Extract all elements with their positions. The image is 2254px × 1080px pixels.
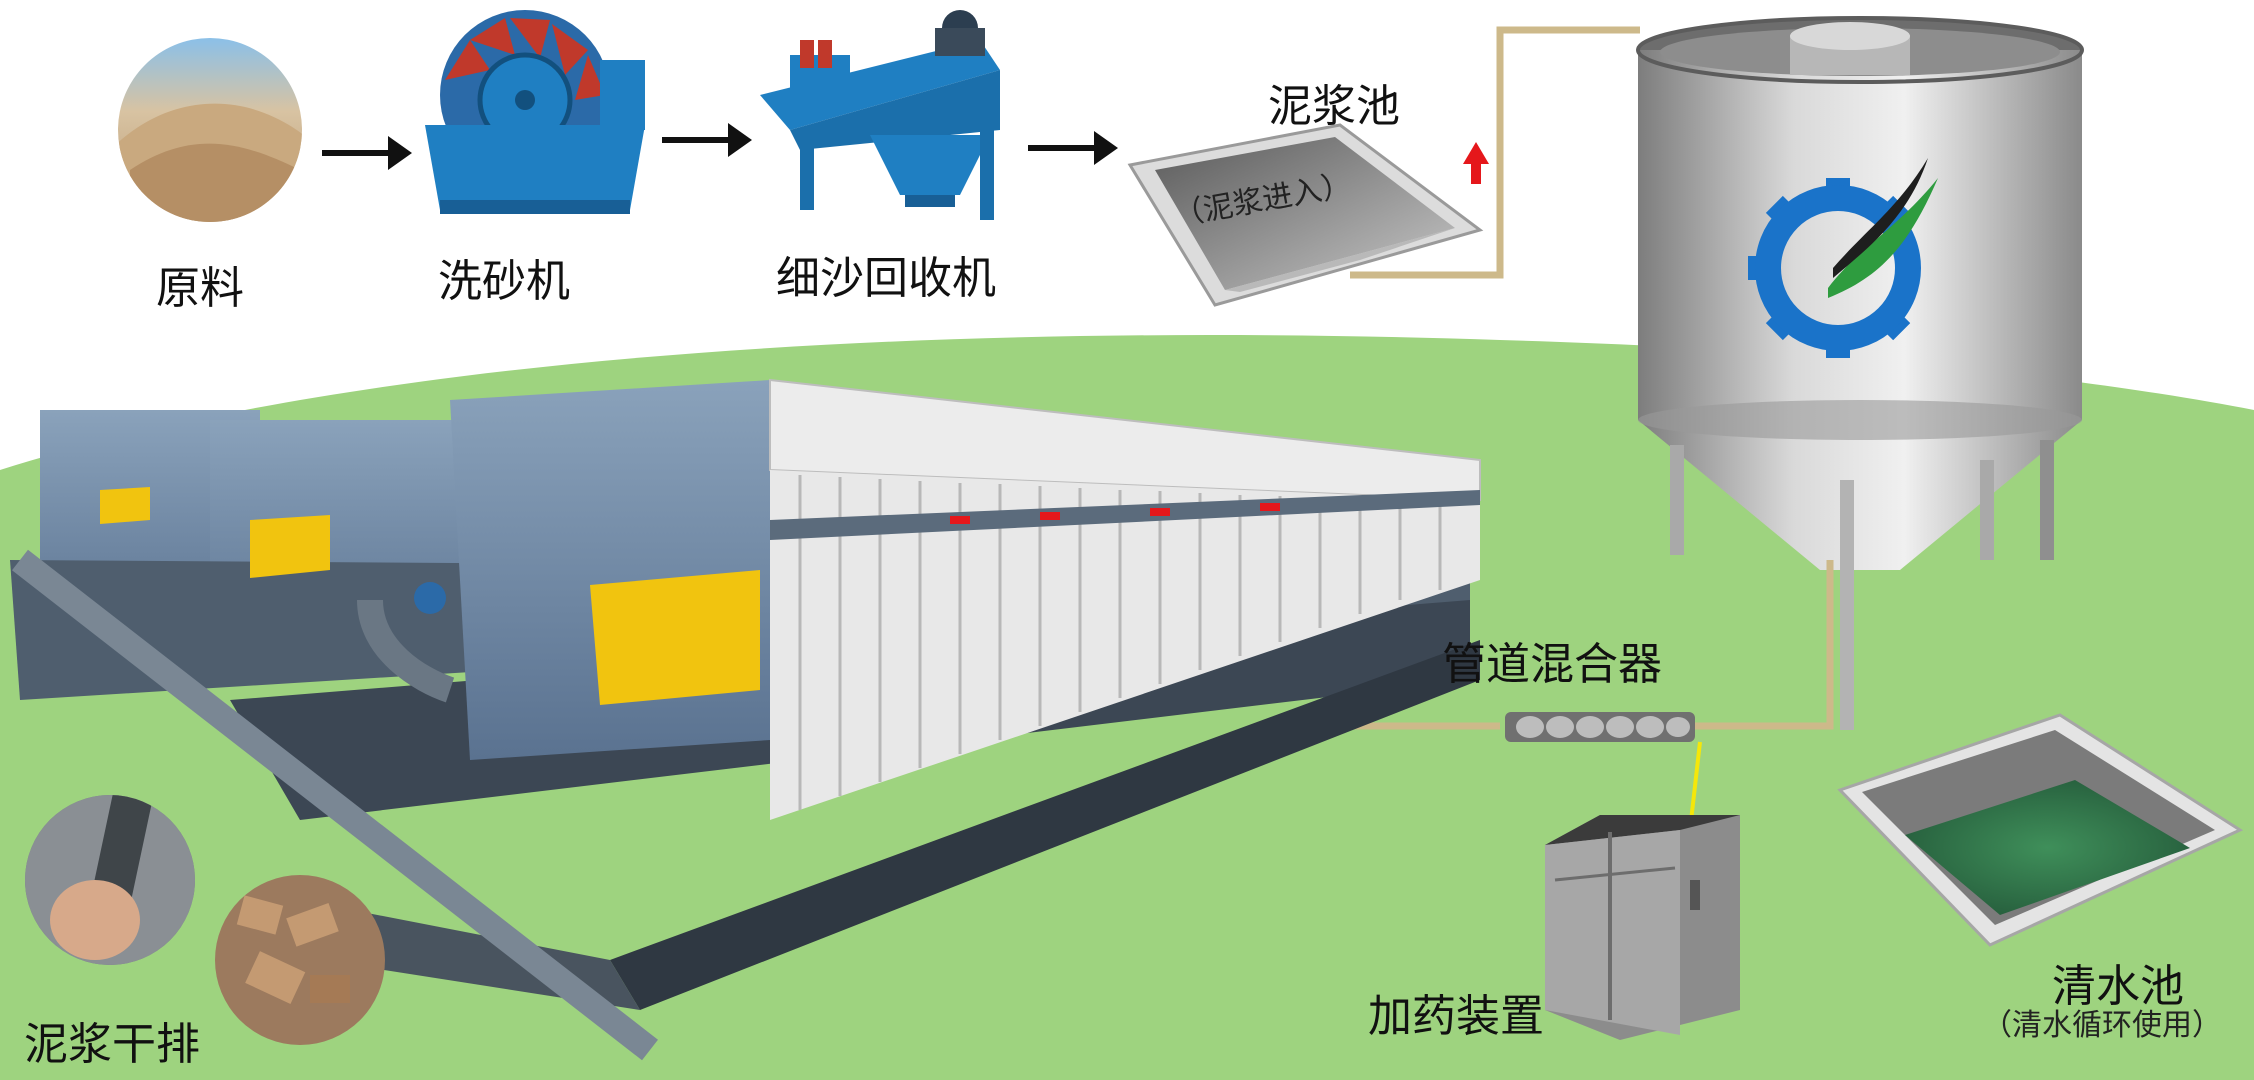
right-arrow-icon [662,123,752,157]
clear-water-note-label: （清水循环使用） [1982,1008,2222,1043]
dosing-device-label: 加药装置 [1368,991,1544,1042]
flow-arrow-up-icon [1463,142,1489,184]
dosing-device [1545,815,1740,1040]
raw-material-image [118,38,302,222]
right-arrow-icon [322,136,412,170]
fine-sand-recovery-image [760,10,1000,220]
mud-pool-label: 泥浆池 [1268,81,1400,132]
filter-press [10,378,1481,1061]
sand-washer-label: 洗砂机 [438,256,570,307]
pipe-mixer-label: 管道混合器 [1442,639,1662,690]
pipe-mixer [1505,712,1695,742]
raw-material-label: 原料 [156,263,244,314]
thickener-tank [1636,16,2084,730]
mud-cake-photo-2 [215,875,385,1045]
clear-water-pool [1837,713,2244,947]
clear-water-pool-label: 清水池 [2052,961,2184,1012]
right-arrow-icon [1028,131,1118,165]
fine-sand-recovery-label: 细沙回收机 [776,253,996,304]
mud-dry-discharge-label: 泥浆干排 [24,1019,200,1070]
mud-cake-photo-1 [25,795,195,965]
gear-leaf-logo-icon [1748,158,1938,358]
sand-washer-image [425,10,645,214]
mud-pipe-up [1350,26,1640,279]
mud-pool-image [1127,123,1484,307]
